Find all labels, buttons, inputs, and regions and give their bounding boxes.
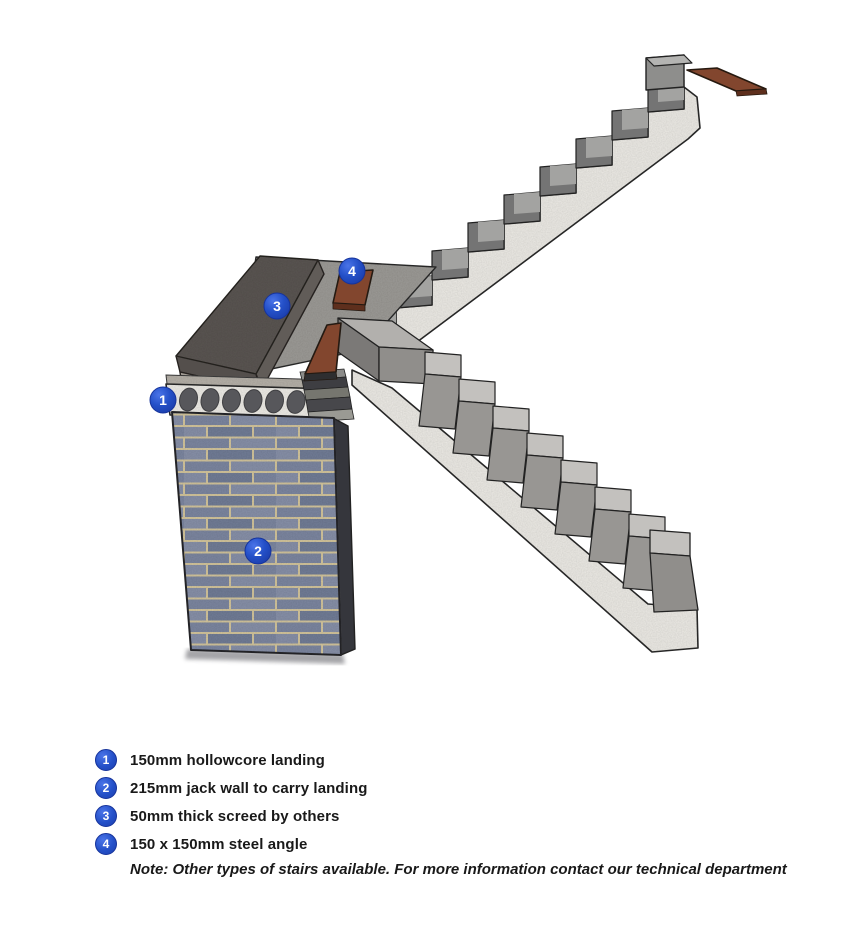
lower-flight-end-block bbox=[649, 529, 699, 613]
step-tread bbox=[478, 220, 504, 242]
callout-marker-4: 4 bbox=[338, 257, 366, 285]
legend: 1 150mm hollowcore landing 2 215mm jack … bbox=[95, 749, 787, 878]
hollowcore-void bbox=[265, 389, 284, 414]
step-tread bbox=[622, 108, 648, 130]
upper-stair-flight bbox=[359, 54, 768, 367]
step-tread bbox=[486, 427, 530, 484]
step-tread bbox=[520, 454, 564, 511]
step-riser bbox=[424, 351, 462, 378]
legend-note: Note: Other types of stairs available. F… bbox=[130, 861, 787, 878]
step-tread bbox=[452, 400, 496, 457]
hollowcore-void bbox=[200, 388, 220, 412]
step-tread bbox=[442, 248, 468, 270]
wall-front-face bbox=[171, 411, 342, 656]
callout-number: 4 bbox=[348, 263, 356, 279]
legend-marker-1: 1 bbox=[95, 749, 117, 771]
step-riser bbox=[492, 405, 530, 432]
steel-angle-top-edge bbox=[735, 88, 768, 97]
legend-label: 150 x 150mm steel angle bbox=[130, 835, 308, 853]
top-step-block-top bbox=[645, 54, 693, 67]
lower-flight-first-step bbox=[337, 317, 434, 385]
lower-stair-flight bbox=[337, 317, 699, 653]
legend-label: 150mm hollowcore landing bbox=[130, 751, 325, 769]
steel-angle-top bbox=[686, 67, 767, 92]
legend-label: 215mm jack wall to carry landing bbox=[130, 779, 368, 797]
legend-marker-2: 2 bbox=[95, 777, 117, 799]
upper-flight-stringer bbox=[359, 86, 701, 367]
callout-marker-3: 3 bbox=[263, 292, 291, 320]
legend-marker-4: 4 bbox=[95, 833, 117, 855]
callout-number: 1 bbox=[159, 392, 167, 408]
hollowcore-void bbox=[179, 387, 198, 412]
callout-marker-1: 1 bbox=[149, 386, 177, 414]
hollowcore-void bbox=[243, 389, 263, 413]
step-riser bbox=[526, 432, 564, 459]
step-tread bbox=[418, 373, 462, 430]
step-tread bbox=[586, 136, 612, 158]
step-tread bbox=[554, 481, 598, 538]
legend-item-screed: 3 50mm thick screed by others bbox=[95, 805, 787, 827]
step-riser bbox=[594, 486, 632, 513]
wall-base-shadow bbox=[185, 649, 345, 664]
callout-number: 2 bbox=[254, 543, 262, 559]
step-riser bbox=[458, 378, 496, 405]
stair-detail-illustration: 1 2 3 4 bbox=[149, 54, 768, 664]
step-riser bbox=[560, 459, 598, 486]
step-tread bbox=[588, 508, 632, 565]
callout-markers: 1 2 3 4 bbox=[149, 257, 366, 565]
callout-number: 3 bbox=[273, 298, 281, 314]
steel-angle-upper-edge bbox=[332, 302, 366, 312]
jack-wall bbox=[171, 411, 356, 664]
legend-item-steel-angle: 4 150 x 150mm steel angle bbox=[95, 833, 787, 855]
step-tread bbox=[649, 552, 699, 613]
legend-item-hollowcore: 1 150mm hollowcore landing bbox=[95, 749, 787, 771]
legend-item-jack-wall: 2 215mm jack wall to carry landing bbox=[95, 777, 787, 799]
hollowcore-void bbox=[222, 388, 241, 413]
step-riser bbox=[649, 529, 691, 557]
callout-marker-2: 2 bbox=[244, 537, 272, 565]
step-tread bbox=[514, 192, 540, 214]
step-tread bbox=[550, 164, 576, 186]
screed-top bbox=[175, 255, 319, 375]
hollowcore-void bbox=[286, 390, 306, 414]
legend-label: 50mm thick screed by others bbox=[130, 807, 340, 825]
steel-angle-lower-edge bbox=[303, 371, 338, 382]
legend-marker-3: 3 bbox=[95, 805, 117, 827]
